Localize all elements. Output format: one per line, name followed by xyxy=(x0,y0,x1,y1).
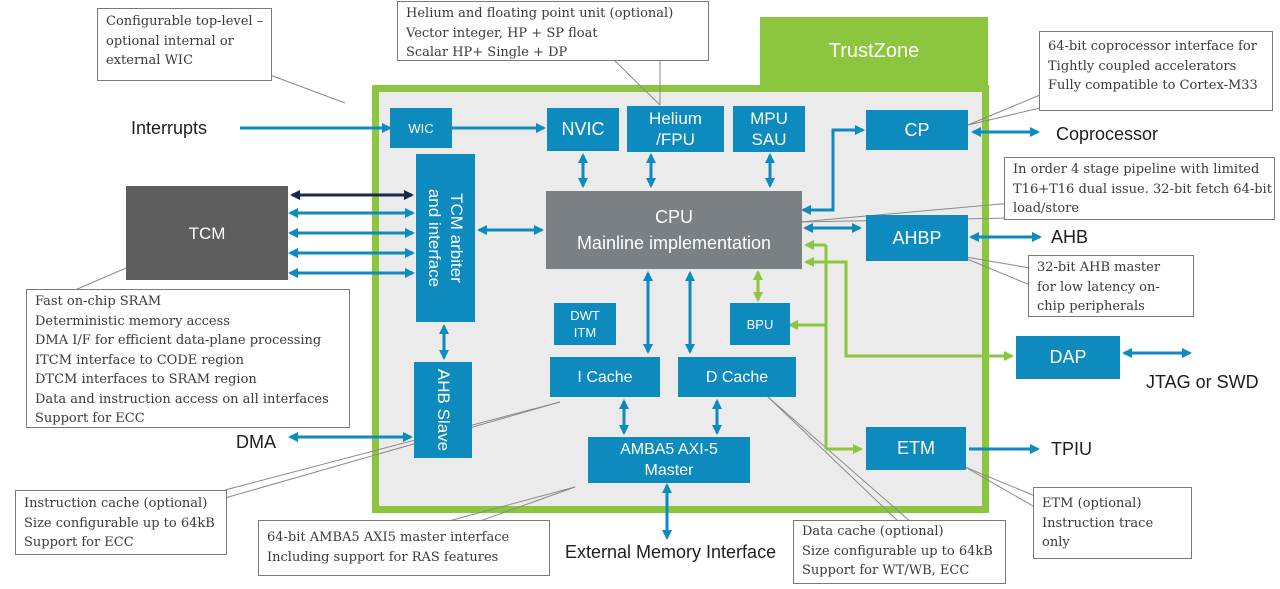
tcm-block: TCM xyxy=(126,186,288,280)
external-memory-label: External Memory Interface xyxy=(565,542,777,562)
trustzone-label: TrustZone xyxy=(828,40,920,62)
icache-note: Instruction cache (optional)Size configu… xyxy=(15,490,227,555)
interrupts-label: Interrupts xyxy=(131,118,208,138)
helium-fpu-block: Helium/FPU xyxy=(627,106,724,152)
dma-label: DMA xyxy=(236,432,276,452)
cp-note-leader xyxy=(967,94,1041,126)
icache-block: I Cache xyxy=(550,357,660,397)
trustzone-tab xyxy=(760,17,988,89)
pipeline-note-leader xyxy=(799,202,1013,223)
etm-block: ETM xyxy=(866,427,966,470)
etm-note-leader xyxy=(964,466,1041,499)
amba-note-leader xyxy=(444,486,576,523)
dcache-block: D Cache xyxy=(678,357,796,397)
nvic-block: NVIC xyxy=(547,108,619,151)
helium-note-leader xyxy=(614,60,661,106)
ahb-label: AHB xyxy=(1051,227,1089,247)
cpu-cp-arrow xyxy=(800,124,866,216)
bpu-block: BPU xyxy=(730,303,790,345)
ahbp-block: AHBP xyxy=(866,215,968,261)
helium-note: Helium and floating point unit (optional… xyxy=(397,1,709,61)
ahb-slave-block: AHB Slave xyxy=(414,362,472,458)
cpu-dap-arrow xyxy=(803,256,1015,362)
wic-note: Configurable top-level –optional interna… xyxy=(97,8,272,81)
dcache-note: Data cache (optional)Size configurable u… xyxy=(793,520,1006,584)
cp-block: CP xyxy=(866,110,968,150)
wic-block: WIC xyxy=(390,108,452,148)
wic-note-leader xyxy=(269,74,346,104)
coprocessor-label: Coprocessor xyxy=(1056,124,1159,144)
dap-block: DAP xyxy=(1016,336,1120,379)
dcache-note-leader xyxy=(767,396,901,524)
jtag-swd-label: JTAG or SWD xyxy=(1146,372,1259,392)
tpiu-label: TPIU xyxy=(1051,439,1093,459)
icache-note-leader xyxy=(224,401,561,491)
